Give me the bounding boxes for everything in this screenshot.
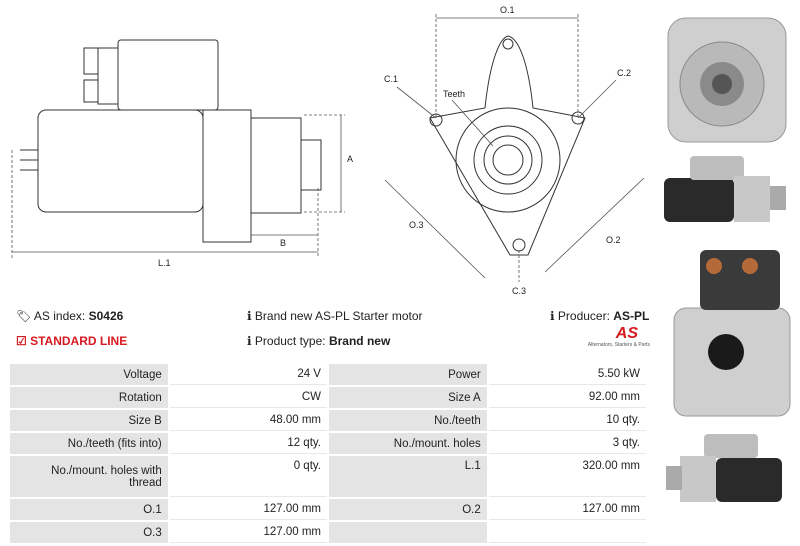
table-row: O.3 127.00 mm bbox=[10, 522, 646, 543]
product-photo-front bbox=[667, 17, 787, 143]
product-type-value: Brand new bbox=[328, 334, 391, 348]
label-l1: L.1 bbox=[158, 258, 171, 268]
spec-label bbox=[328, 522, 487, 543]
spec-label: Voltage bbox=[10, 364, 168, 385]
spec-label: No./teeth (fits into) bbox=[10, 433, 168, 454]
as-index-value: S0426 bbox=[88, 309, 124, 323]
description-text: Brand new AS-PL Starter motor bbox=[254, 309, 423, 323]
spec-label: L.1 bbox=[328, 456, 487, 497]
table-row: Voltage 24 V Power 5.50 kW bbox=[10, 364, 646, 385]
spec-value: 24 V bbox=[169, 364, 327, 385]
label-c1: C.1 bbox=[384, 74, 398, 84]
spec-value: 12 qty. bbox=[169, 433, 327, 454]
spec-label: No./mount. holes with thread bbox=[10, 456, 168, 497]
spec-label: No./mount. holes bbox=[328, 433, 487, 454]
spec-value: 127.00 mm bbox=[169, 522, 327, 543]
standard-line-label: STANDARD LINE bbox=[30, 334, 128, 348]
spec-label: O.3 bbox=[10, 522, 168, 543]
as-pl-logo: AS Alternators, Starters & Parts bbox=[587, 325, 650, 349]
label-o2: O.2 bbox=[606, 235, 621, 245]
spec-value: 127.00 mm bbox=[488, 499, 646, 520]
table-row: O.1 127.00 mm O.2 127.00 mm bbox=[10, 499, 646, 520]
spec-label: Size B bbox=[10, 410, 168, 431]
standard-line: ☑ STANDARD LINE bbox=[16, 334, 127, 348]
spec-value: 5.50 kW bbox=[488, 364, 646, 385]
spec-label: O.2 bbox=[328, 499, 487, 520]
spec-label: O.1 bbox=[10, 499, 168, 520]
spec-label: Power bbox=[328, 364, 487, 385]
label-teeth: Teeth bbox=[443, 89, 465, 99]
spec-value: CW bbox=[169, 387, 327, 408]
label-o1: O.1 bbox=[500, 5, 515, 15]
info-icon: ℹ bbox=[247, 309, 252, 323]
label-c2: C.2 bbox=[617, 68, 631, 78]
producer-label: Producer: bbox=[557, 309, 610, 323]
spec-value bbox=[488, 522, 646, 543]
product-photo-side bbox=[664, 156, 786, 222]
label-o3: O.3 bbox=[409, 220, 424, 230]
table-row: No./mount. holes with thread 0 qty. L.1 … bbox=[10, 456, 646, 497]
spec-value: 3 qty. bbox=[488, 433, 646, 454]
table-row: Size B 48.00 mm No./teeth 10 qty. bbox=[10, 410, 646, 431]
table-row: No./teeth (fits into) 12 qty. No./mount.… bbox=[10, 433, 646, 454]
info-icon: ℹ bbox=[550, 309, 555, 323]
front-view bbox=[429, 35, 586, 256]
label-b: B bbox=[280, 238, 286, 248]
checkbox-icon: ☑ bbox=[16, 334, 27, 348]
as-index: 🏷︎ AS index: S0426 bbox=[16, 309, 123, 323]
product-description: ℹ Brand new AS-PL Starter motor bbox=[247, 309, 423, 323]
spec-value: 0 qty. bbox=[169, 456, 327, 497]
tag-icon: 🏷︎ bbox=[16, 309, 32, 323]
producer: ℹ Producer: AS-PL bbox=[550, 309, 649, 323]
side-view bbox=[20, 39, 322, 243]
spec-value: 48.00 mm bbox=[169, 410, 327, 431]
product-photo-rear bbox=[673, 250, 791, 417]
product-type: ℹ Product type: Brand new bbox=[247, 334, 390, 348]
as-index-label: AS index: bbox=[33, 309, 86, 323]
producer-value: AS-PL bbox=[613, 309, 650, 323]
product-photo-angle bbox=[666, 434, 782, 502]
spec-label: Rotation bbox=[10, 387, 168, 408]
label-c3: C.3 bbox=[512, 286, 526, 296]
spec-value: 320.00 mm bbox=[488, 456, 646, 497]
info-icon: ℹ bbox=[247, 334, 252, 348]
table-row: Rotation CW Size A 92.00 mm bbox=[10, 387, 646, 408]
spec-value: 92.00 mm bbox=[488, 387, 646, 408]
technical-drawing: O.1 C.1 C.2 C.3 Teeth A B L.1 O.2 O.3 bbox=[11, 5, 645, 296]
label-a: A bbox=[347, 154, 353, 164]
spec-value: 10 qty. bbox=[488, 410, 646, 431]
product-type-label: Product type: bbox=[254, 334, 326, 348]
spec-label: Size A bbox=[328, 387, 487, 408]
spec-label: No./teeth bbox=[328, 410, 487, 431]
specs-table: Voltage 24 V Power 5.50 kW Rotation CW S… bbox=[8, 362, 648, 545]
spec-value: 127.00 mm bbox=[169, 499, 327, 520]
